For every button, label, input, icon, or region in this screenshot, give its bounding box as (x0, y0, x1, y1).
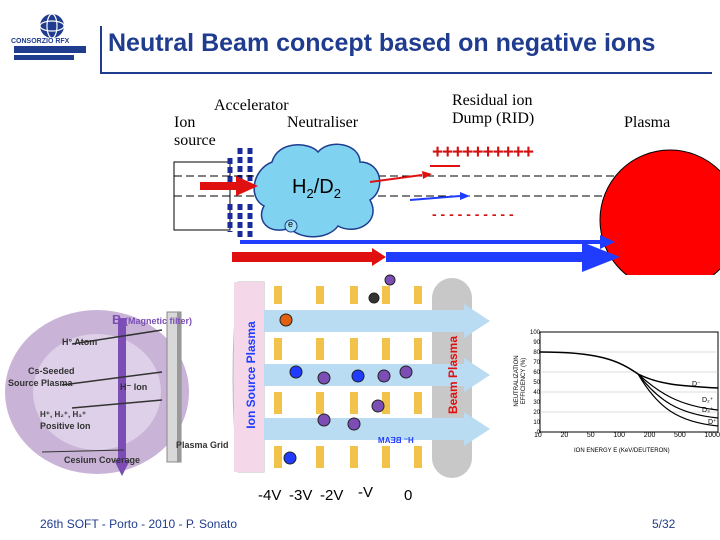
rid-plus-row: ++++++++++ (432, 142, 534, 163)
cloud-electron: e (288, 219, 294, 229)
footer-left: 26th SOFT - Porto - 2010 - P. Sonato (40, 517, 237, 531)
source-figure: B (Magnetic filter) H° Atom Cs-Seeded So… (2, 300, 232, 476)
label-rid-2: Dump (RID) (452, 110, 535, 127)
plasma-grid-label: Plasma Grid (176, 440, 229, 450)
h-beam-label: H⁻ BEAM (378, 436, 414, 445)
cloud-gas-label: H2/D2 (292, 176, 341, 201)
y-label: NEUTRALIZATION EFFICIENCY (%) (514, 355, 527, 407)
beam-plasma-label: Beam Plasma (446, 335, 460, 415)
rid-minus-row: - - - - - - - - - - (432, 206, 514, 222)
label-neutraliser: Neutraliser (287, 114, 359, 131)
grid-figure: Ion Source Plasma Beam Plasma H⁻ BEAM (228, 272, 512, 482)
y-ticks: 100 90 80 70 60 50 40 30 20 10 0 (529, 330, 540, 436)
voltage-5: 0 (404, 487, 413, 504)
curve-d-minus: D⁻ (692, 381, 701, 388)
cs-seeded-label-2: Source Plasma (8, 378, 73, 388)
cesium-label: Cesium Coverage (64, 455, 141, 465)
voltage-1: -4V (258, 487, 282, 504)
label-plasma: Plasma (624, 114, 671, 131)
curve-d2: D₂⁺ (702, 397, 714, 404)
logo-text: CONSORZIO RFX (11, 38, 70, 45)
plasma-ball (599, 149, 720, 275)
efficiency-chart: 100 90 80 70 60 50 40 30 20 10 0 NEUTRAL… (508, 322, 720, 462)
h-ion-label: H⁻ Ion (120, 382, 148, 392)
label-accelerator: Accelerator (214, 97, 289, 114)
pos-ion-label-2: Positive Ion (40, 421, 91, 431)
label-ion: Ion (174, 114, 196, 131)
x-label: ION ENERGY E (KeV/DEUTERON) (574, 448, 670, 454)
h-atom-label: H° Atom (62, 337, 98, 347)
label-rid-1: Residual ion (452, 92, 533, 109)
voltage-2: -3V (289, 487, 313, 504)
ion-source-plasma-label: Ion Source Plasma (244, 321, 258, 429)
slide-title: Neutral Beam concept based on negative i… (108, 29, 656, 57)
beamline-diagram (173, 143, 720, 275)
grid-figure-graphic (232, 274, 490, 478)
accelerator-grids (227, 148, 253, 238)
title-bracket (100, 26, 102, 74)
neutraliser-cloud (253, 143, 381, 238)
source-figure-graphic (5, 310, 189, 476)
logo-globe-icon (14, 13, 86, 60)
negative-ion-arrow (200, 176, 258, 196)
label-source: source (174, 132, 216, 149)
logo: CONSORZIO RFX (8, 10, 98, 65)
page-number: 5/32 (652, 517, 676, 531)
curve-d3: D₃⁺ (702, 407, 714, 414)
efficiency-chart-graphic (539, 331, 719, 433)
pos-ion-label-1: H⁺, H₂⁺, H₃⁺ (40, 410, 87, 419)
title-underline (100, 72, 712, 74)
voltage-3: -2V (320, 487, 344, 504)
cs-seeded-label-1: Cs-Seeded (28, 366, 75, 376)
voltage-4: -V (358, 484, 373, 501)
b-field-label: B (Magnetic filter) (112, 312, 193, 327)
x-ticks: 10 20 50 100 200 500 1000 (534, 432, 720, 439)
curve-dp: D⁺ (708, 419, 717, 426)
